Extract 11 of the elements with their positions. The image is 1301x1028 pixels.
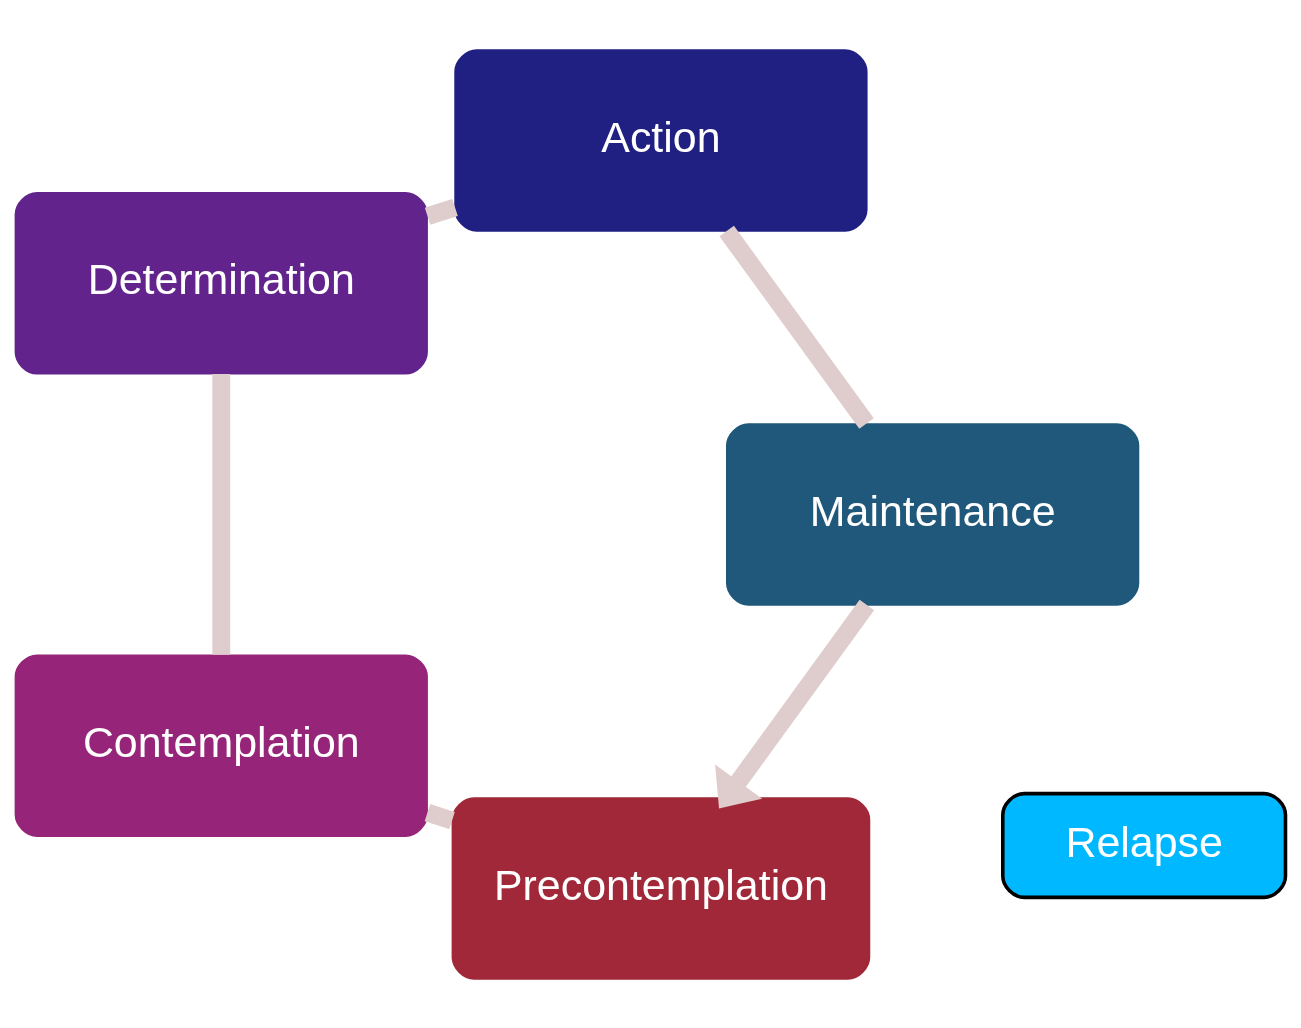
node-box: Precontemplation xyxy=(451,796,871,980)
node-box: Maintenance xyxy=(726,422,1140,606)
connector xyxy=(424,803,455,829)
node-box: Determination xyxy=(14,191,428,375)
connector xyxy=(719,225,874,429)
node-box: Relapse xyxy=(1001,791,1288,899)
arrow xyxy=(715,599,875,808)
node-box: Contemplation xyxy=(14,653,428,837)
connector xyxy=(212,373,231,655)
node-box: Action xyxy=(454,48,868,232)
connector xyxy=(424,198,458,225)
